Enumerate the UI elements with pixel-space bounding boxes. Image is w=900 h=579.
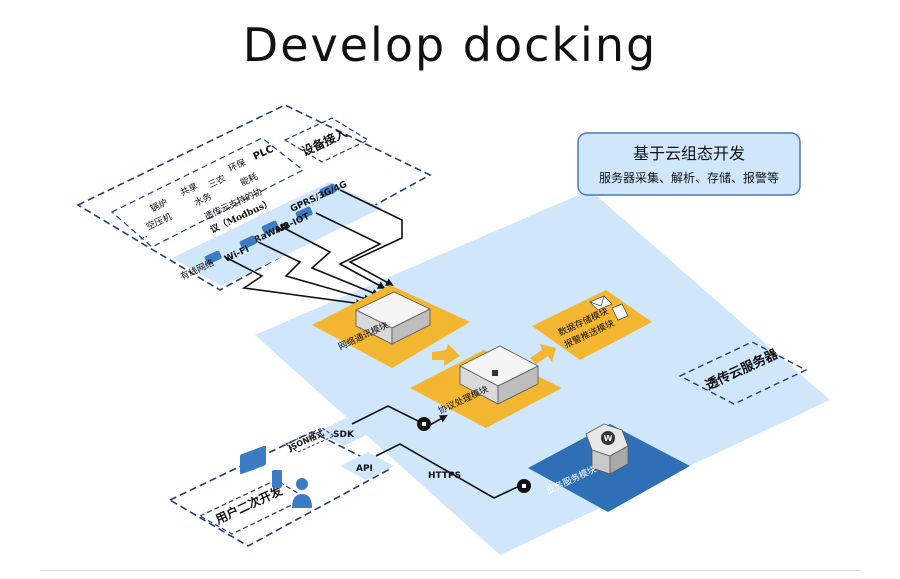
svg-text:W: W: [604, 434, 613, 443]
https-label: HTTPS: [428, 471, 461, 481]
device-item: 锅炉: [148, 196, 169, 214]
user-dev-label-box: [198, 479, 308, 535]
business-icon: W: [585, 423, 629, 475]
device-item: 空压机: [144, 210, 174, 232]
sdk-tile[interactable]: [318, 418, 372, 446]
modem-icon: [319, 183, 337, 198]
document-icon: [611, 303, 629, 321]
user-icon: [292, 478, 312, 508]
bottom-divider: [40, 570, 860, 571]
cloud-config-subtitle: 服务器采集、解析、存储、报警等: [599, 170, 779, 185]
device-access-label: 设备接入: [299, 125, 349, 159]
device-access-outer-box: [76, 104, 432, 291]
device-item: ...: [137, 230, 149, 243]
page-title: Develop docking: [242, 18, 658, 72]
lock-keyhole: [522, 484, 526, 488]
server-platform: [255, 190, 830, 555]
device-item: 能耗: [238, 170, 259, 188]
connection-line: [281, 226, 380, 297]
device-item: 共享: [178, 180, 199, 198]
network-server-box: [355, 291, 431, 345]
network-strip: [172, 182, 382, 286]
modem-icon: [295, 206, 313, 221]
mail-icon: [589, 295, 613, 311]
monitor-icon: [240, 445, 266, 475]
flow-arrow: [530, 344, 556, 364]
modem-icon: [239, 235, 257, 250]
network-connections: [224, 189, 403, 308]
connection-line: [315, 212, 386, 289]
phone-icon: [272, 470, 282, 488]
modem-icon: [204, 250, 222, 265]
chip-icon: [492, 370, 498, 376]
device-list-box: [110, 137, 305, 248]
cloud-config-heading: 基于云组态开发: [633, 144, 745, 163]
sdk-link: [351, 405, 448, 427]
connection-line: [339, 189, 403, 286]
connection-line: [257, 241, 372, 303]
api-label: API: [356, 464, 373, 474]
api-tile[interactable]: [340, 452, 394, 480]
connection-line: [224, 256, 364, 308]
json-label-box: [284, 427, 336, 453]
plc-label: PLC: [252, 144, 276, 163]
json-label: JSON格式: [286, 428, 326, 454]
modem-icon: [261, 220, 279, 235]
sdk-label: SDK: [333, 430, 355, 440]
protocol-box: [459, 345, 539, 405]
device-item: 三农: [206, 172, 227, 190]
api-link: [375, 443, 530, 499]
flow-arrow: [432, 344, 460, 366]
device-item: 环保: [226, 156, 247, 174]
device-access-label-box: [283, 117, 370, 163]
lock-keyhole: [422, 422, 426, 426]
server-label-box: [678, 341, 808, 405]
cloud-config-box: [577, 132, 801, 196]
